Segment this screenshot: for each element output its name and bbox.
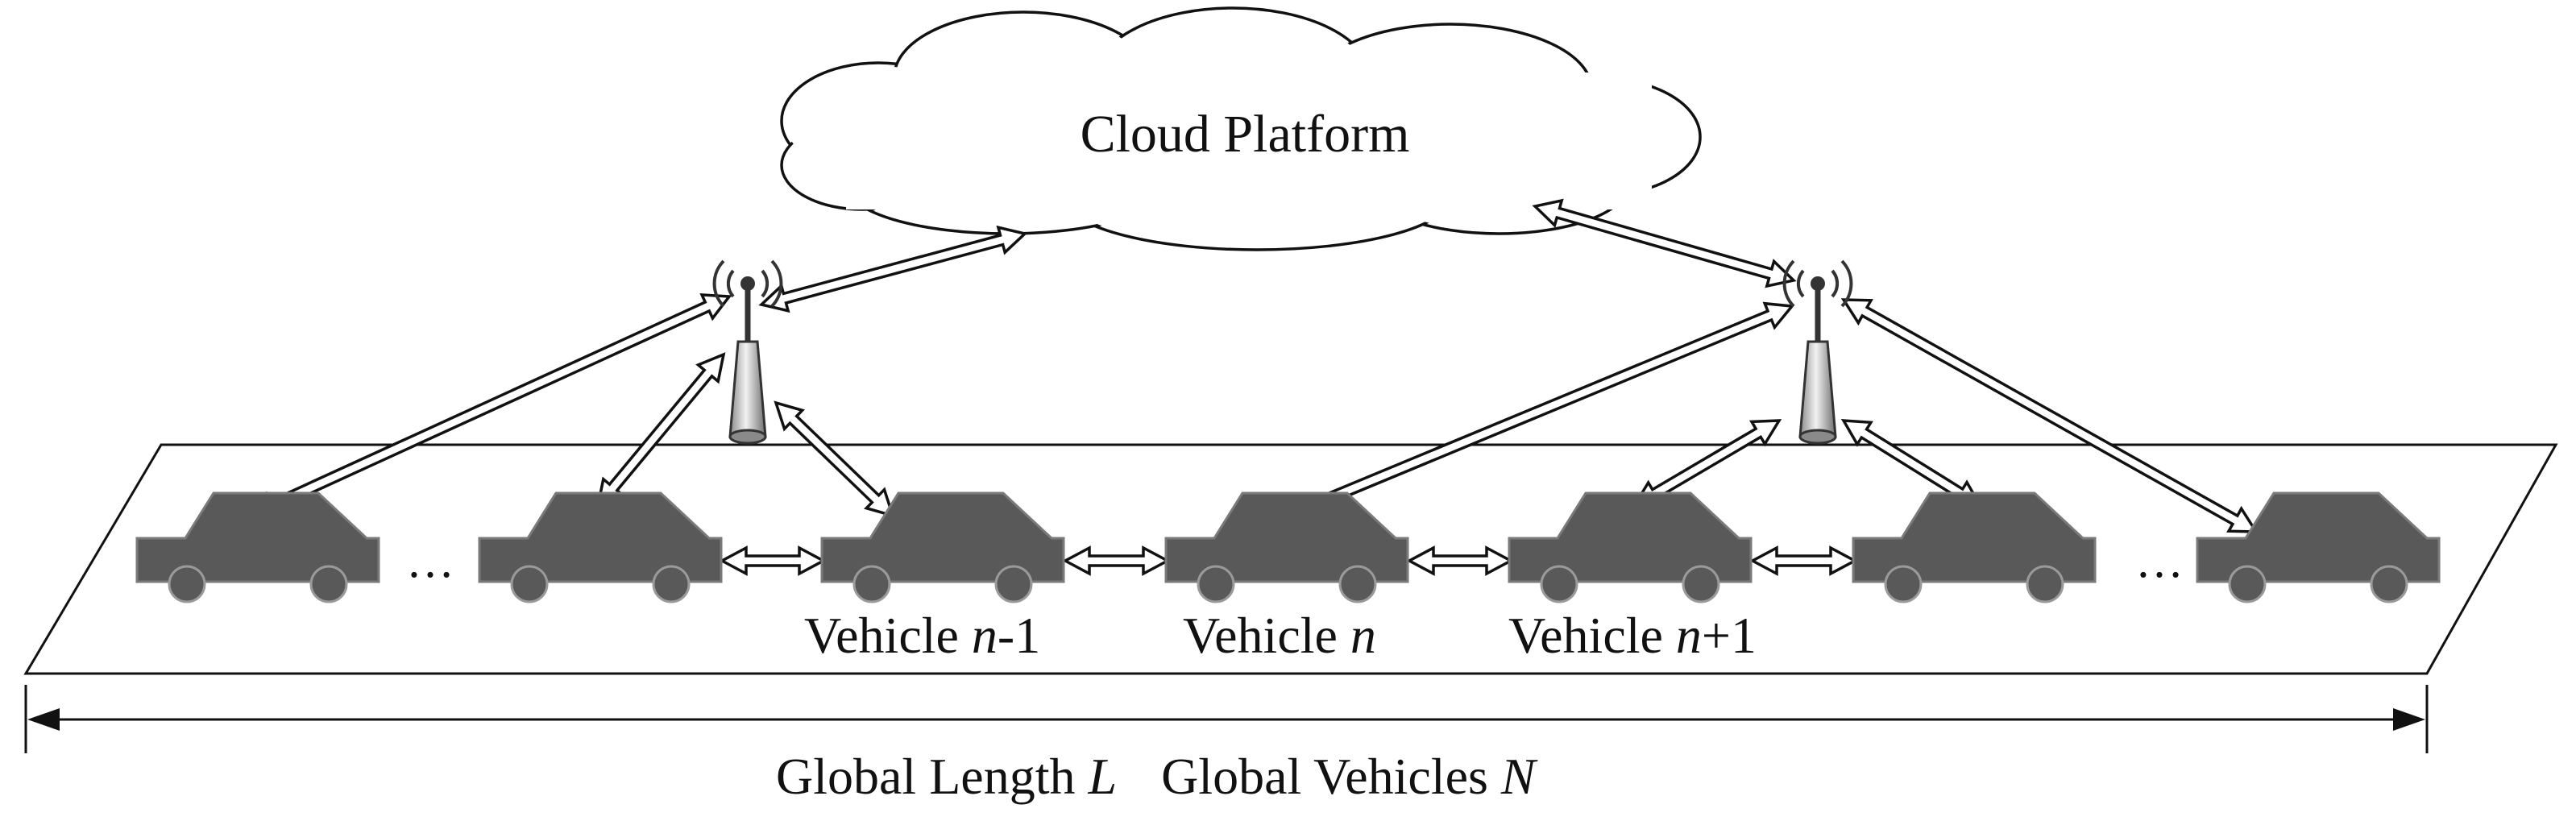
vehicle-n-minus-1-label: Vehicle n-1 [804,607,1040,664]
ellipsis-right: … [2135,534,2184,587]
cloud-platform-label: Cloud Platform [1081,105,1410,164]
vehicle-n-label: Vehicle n [1183,607,1376,664]
left-base-station-icon [715,261,782,443]
link-cloud-left-tower-arrow [758,225,1028,313]
vehicle-n-plus-1-label: Vehicle n+1 [1508,607,1757,664]
right-base-station-icon [1785,261,1852,443]
global-length-dimension [24,685,2429,753]
link-cloud-right-tower-arrow [1532,198,1797,288]
ellipsis-left: … [406,534,454,587]
cloud-platform: Cloud Platform [780,6,1702,251]
